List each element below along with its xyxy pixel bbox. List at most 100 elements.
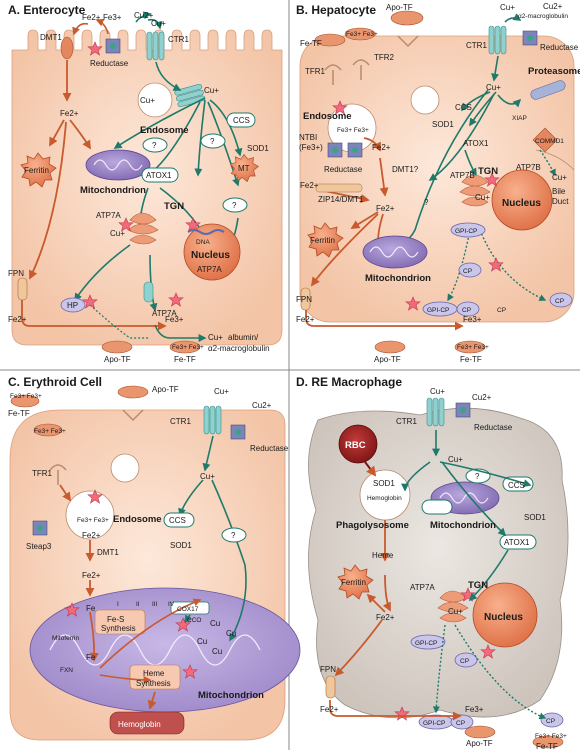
label: Fe3+ Fe3+ bbox=[535, 733, 567, 740]
label: CTR1 bbox=[466, 41, 487, 50]
label: Cu+ bbox=[486, 83, 501, 92]
label: TGN bbox=[164, 201, 184, 212]
label: Cu+ bbox=[430, 387, 445, 396]
label: Fe-TF bbox=[536, 742, 558, 750]
label: (Fe3+) bbox=[299, 143, 323, 152]
label: Synthesis bbox=[136, 679, 171, 688]
label: ATOX1 bbox=[504, 538, 530, 547]
label: TFR2 bbox=[374, 53, 395, 62]
label: Cu+ bbox=[204, 86, 219, 95]
label: FXN bbox=[60, 667, 73, 674]
label: α2-macroglobulin bbox=[208, 344, 270, 353]
label: Cu bbox=[226, 629, 236, 638]
label: I bbox=[117, 601, 119, 608]
label: III bbox=[152, 601, 158, 608]
label: Mitochondrion bbox=[430, 520, 496, 531]
panel-erythroid: C. Erythroid Cell bbox=[8, 375, 301, 741]
label: Reductase bbox=[324, 165, 363, 174]
label: Synthesis bbox=[101, 624, 136, 633]
label: Cu+ bbox=[200, 472, 215, 481]
label: Fe2+ bbox=[82, 13, 101, 22]
label: DMT1? bbox=[392, 165, 419, 174]
label: Cu+ bbox=[140, 96, 155, 105]
label: Fe2+ bbox=[60, 109, 79, 118]
label: Mitochondrion bbox=[198, 690, 264, 701]
label: Ferritin bbox=[24, 166, 49, 175]
label: Cu+ bbox=[475, 193, 490, 202]
panel-hepatocyte: B. Hepatocyte bbox=[296, 2, 580, 364]
panel-b-title: B. Hepatocyte bbox=[296, 3, 376, 17]
label: Fe3+ bbox=[165, 315, 184, 324]
label: RBC bbox=[345, 440, 366, 451]
label: CCO bbox=[187, 617, 201, 624]
label: CP bbox=[463, 268, 472, 275]
label: Fe3+ Fe3+ bbox=[10, 393, 42, 400]
label: Cu+ bbox=[552, 173, 567, 182]
label: Cu bbox=[210, 619, 220, 628]
label: Nucleus bbox=[484, 612, 523, 623]
label: TFR1 bbox=[32, 469, 53, 478]
label: SOD1 bbox=[373, 479, 395, 488]
label: GPI-CP bbox=[423, 720, 445, 727]
label: ? bbox=[210, 137, 215, 146]
label: CTR1 bbox=[170, 417, 191, 426]
label: ATP7A bbox=[197, 265, 222, 274]
label: ZIP14/DMT1 bbox=[318, 195, 364, 204]
label: ATOX1 bbox=[463, 139, 489, 148]
label: CP bbox=[456, 720, 465, 727]
label: Apo-TF bbox=[152, 385, 179, 394]
label: Cu bbox=[212, 647, 222, 656]
label: Fe3+ Fe3+ bbox=[34, 428, 66, 435]
label: Apo-TF bbox=[386, 3, 413, 12]
label: Steap3 bbox=[26, 542, 52, 551]
label: Fe2+ bbox=[320, 705, 339, 714]
label: II bbox=[136, 601, 140, 608]
label: ATP7B bbox=[516, 163, 541, 172]
label: CP bbox=[555, 298, 564, 305]
label: TGN bbox=[468, 580, 488, 591]
label: Mitochondrion bbox=[80, 185, 146, 196]
label: Fe-TF bbox=[174, 355, 196, 364]
label: Cu+ bbox=[214, 387, 229, 396]
label: Fe3+ Fe3+ bbox=[337, 127, 369, 134]
label: Fe-TF bbox=[300, 39, 322, 48]
label: ATP7A bbox=[96, 211, 121, 220]
label: Fe2+ bbox=[376, 204, 395, 213]
label: Reductase bbox=[250, 444, 289, 453]
label: Cu2+ bbox=[252, 401, 272, 410]
label: Hemoglobin bbox=[118, 720, 161, 729]
label: Fe3+ Fe3+ bbox=[346, 31, 378, 38]
label: CTR1 bbox=[396, 417, 417, 426]
label: Fe3+ Fe3+ bbox=[77, 517, 109, 524]
label: Ferritin bbox=[341, 578, 366, 587]
label: ? bbox=[152, 141, 157, 150]
label: Apo-TF bbox=[104, 355, 131, 364]
label: ATOX1 bbox=[146, 171, 172, 180]
label: CP bbox=[460, 658, 469, 665]
label: Cu bbox=[197, 637, 207, 646]
label: Reductase bbox=[474, 423, 513, 432]
label: Fe3+ bbox=[103, 13, 122, 22]
label: Cu+ bbox=[448, 455, 463, 464]
label: Cu+ bbox=[151, 19, 166, 28]
nucleus bbox=[183, 223, 241, 281]
label: SOD1 bbox=[524, 513, 546, 522]
label: COX17 bbox=[177, 606, 199, 613]
label: ? bbox=[232, 201, 237, 210]
label: Heme bbox=[372, 551, 394, 560]
label: CP bbox=[497, 307, 506, 314]
label: TGN bbox=[478, 166, 498, 177]
label: Fe2+ bbox=[296, 315, 315, 324]
label: Fe3+ Fe3+ bbox=[457, 344, 489, 351]
label: CCS bbox=[169, 516, 186, 525]
label: Fe2+ bbox=[82, 531, 101, 540]
label: Phagolysosome bbox=[336, 520, 409, 531]
label: Endosome bbox=[113, 514, 162, 525]
label: ATP7A bbox=[410, 583, 435, 592]
label: ATP7A bbox=[152, 309, 177, 318]
label: FPN bbox=[320, 665, 336, 674]
label: Cu+ bbox=[110, 229, 125, 238]
label: Cu2+ bbox=[134, 11, 154, 20]
panel-a-title: A. Enterocyte bbox=[8, 3, 86, 17]
label: Apo-TF bbox=[374, 355, 401, 364]
